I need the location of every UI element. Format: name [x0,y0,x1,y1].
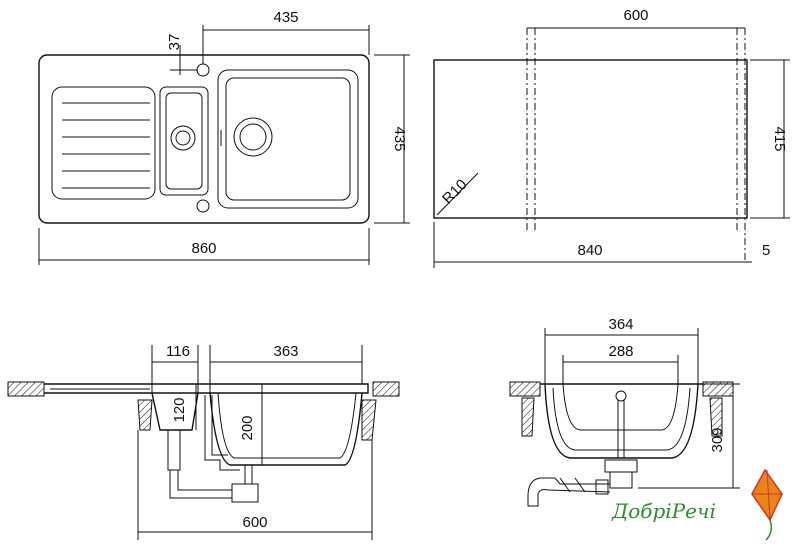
cutout-gap-dim: 5 [762,242,770,259]
side-view: 116 363 120 200 600 [7,343,400,540]
tap-offset-dim: 37 [166,34,183,51]
front-height-dim: 309 [709,427,726,452]
cutout-depth-dim: 415 [771,126,788,151]
main-bowl-depth-dim: 200 [239,415,256,440]
front-inner-dim: 288 [608,343,633,360]
cutout-length-dim: 840 [577,242,602,259]
top-depth-dim: 435 [391,126,408,151]
small-bowl-width-dim: 116 [166,343,190,360]
top-width-dim: 860 [191,240,216,257]
front-outer-dim: 364 [608,316,633,333]
cutout-radius-dim: R10 [439,176,470,207]
logo: ДобріРечі [611,468,783,541]
logo-text: ДобріРечі [611,499,716,523]
side-total-dim: 600 [242,514,267,531]
cutout-view: 600 840 5 415 R10 [433,7,790,268]
bowl-width-dim: 435 [273,9,298,26]
main-bowl-width-dim: 363 [273,343,298,360]
front-view: 364 288 309 [509,316,740,507]
cutout-width-dim: 600 [623,7,648,24]
small-bowl-depth-dim: 120 [171,397,188,422]
top-view: 860 435 435 37 [38,9,410,265]
